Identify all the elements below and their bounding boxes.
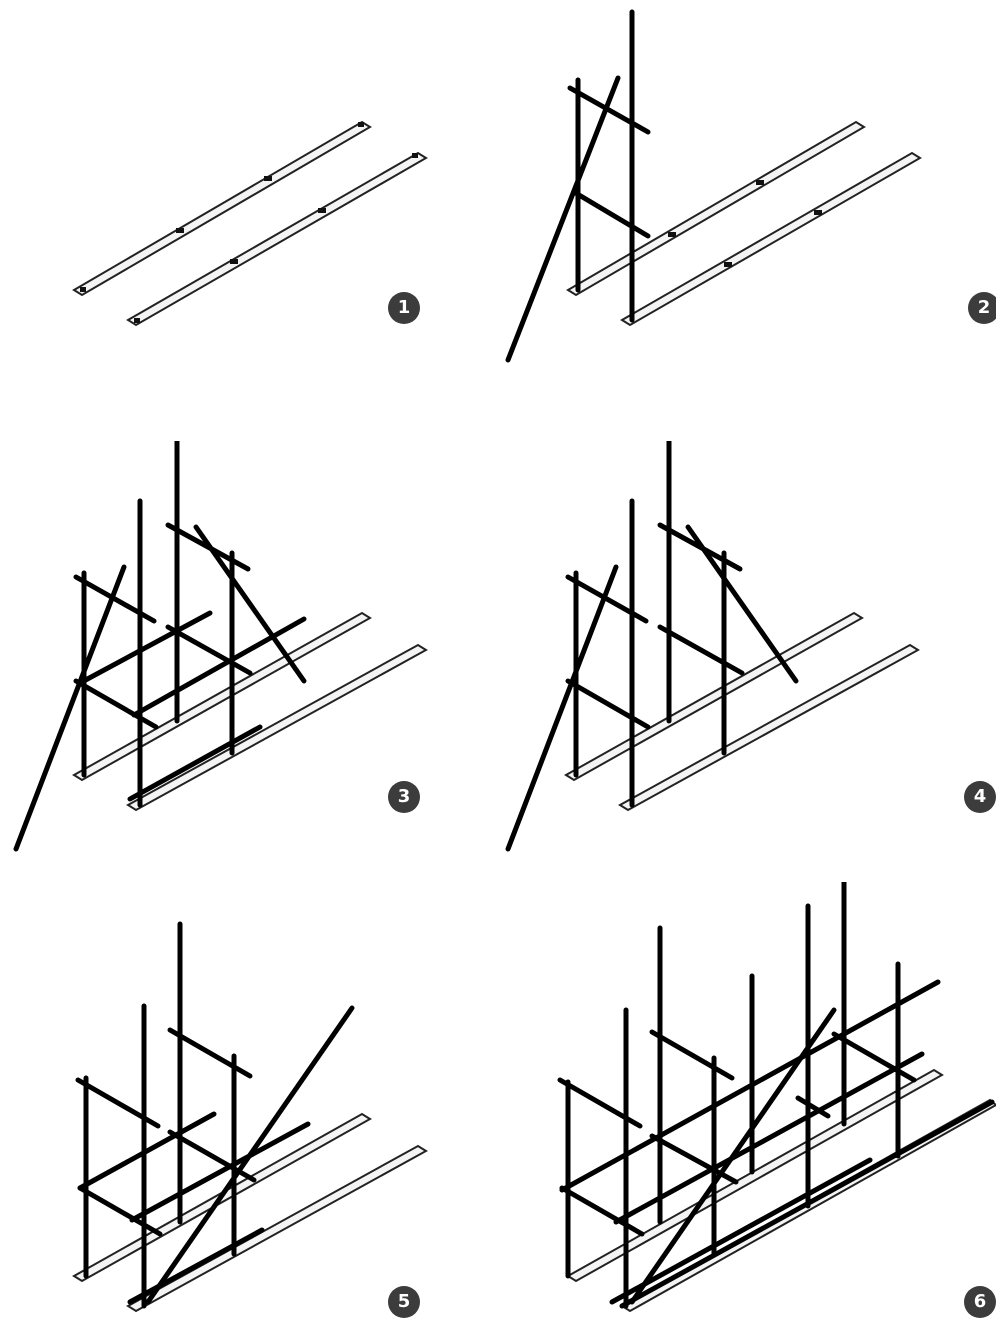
step-3-panel: 3: [0, 441, 498, 882]
step-2-drawing: [498, 0, 996, 441]
tubes: [560, 882, 992, 1306]
step-3-drawing: [0, 441, 498, 882]
transom-b: [652, 1032, 732, 1078]
ledger-upper: [80, 1114, 214, 1188]
step-2-panel: 2: [498, 0, 996, 441]
transom-lower: [574, 192, 648, 236]
raking-brace-right: [688, 527, 796, 681]
step-5-badge: 5: [388, 1286, 420, 1318]
step-1-badge: 1: [388, 292, 420, 324]
step-4-badge: 4: [964, 781, 996, 813]
raking-brace-left: [508, 567, 616, 849]
transom-d: [170, 1132, 254, 1180]
base-plates: [80, 122, 418, 323]
step-3-badge: 3: [388, 781, 420, 813]
transom-c: [76, 681, 156, 727]
step-5-drawing: [0, 882, 498, 1323]
sole-boards: [74, 122, 426, 325]
ledger-upper: [80, 613, 210, 683]
step-4-panel: 4: [498, 441, 996, 882]
step-6-panel: 6: [498, 882, 996, 1323]
sole-boards: [568, 122, 920, 325]
ledger-mid: [132, 1124, 308, 1220]
transom-d: [168, 627, 250, 673]
step-1-panel: 1: [0, 0, 498, 441]
step-6-badge: 6: [964, 1286, 996, 1318]
transom-c: [568, 681, 648, 727]
tubes: [78, 924, 352, 1306]
raking-brace: [508, 78, 618, 360]
step-6-drawing: [498, 882, 996, 1323]
transom-d: [652, 1136, 736, 1182]
step-4-drawing: [498, 441, 996, 882]
sole-boards: [568, 1070, 996, 1311]
step-2-badge: 2: [968, 292, 996, 324]
transom-d: [660, 627, 742, 673]
tubes: [508, 12, 648, 360]
transom-c: [562, 1188, 642, 1234]
step-1-drawing: [0, 0, 498, 441]
raking-brace-right: [196, 527, 304, 681]
raking-brace-left: [16, 567, 124, 849]
step-5-panel: 5: [0, 882, 498, 1323]
